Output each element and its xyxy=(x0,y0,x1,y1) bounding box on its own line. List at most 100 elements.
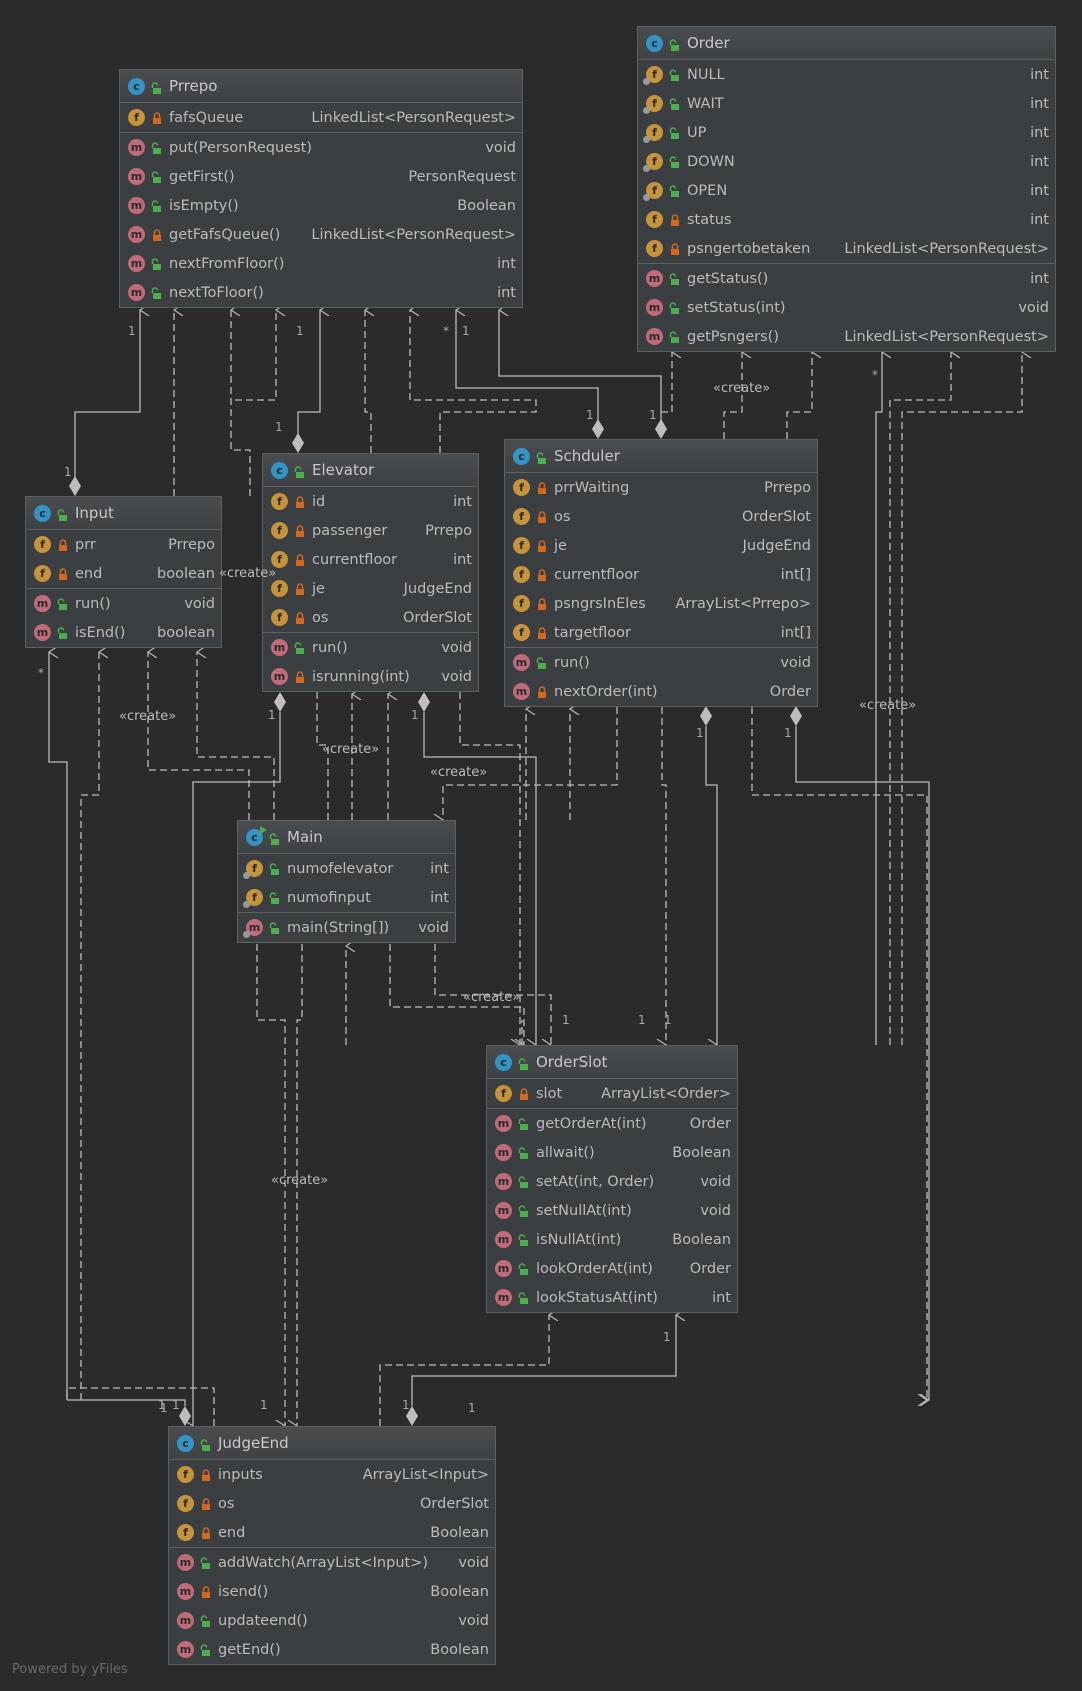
class-name: Order xyxy=(687,34,730,52)
multiplicity-label: 1 xyxy=(649,408,657,422)
static-marker-icon xyxy=(243,872,250,879)
method-name: isEnd() xyxy=(75,624,126,641)
static-marker-icon xyxy=(643,165,650,172)
locked-orange-icon xyxy=(536,568,548,581)
unlocked-green-icon xyxy=(518,1117,530,1130)
method-type: void xyxy=(458,1554,489,1571)
dependency-edge xyxy=(661,352,672,413)
method-type: void xyxy=(418,919,449,936)
method-type: void xyxy=(780,654,811,671)
method-name: lookOrderAt(int) xyxy=(536,1260,653,1277)
multiplicity-label: 1 xyxy=(784,726,792,740)
field-icon: f xyxy=(643,124,663,143)
method-icon: m xyxy=(177,1554,194,1571)
field-icon: f xyxy=(271,493,288,510)
field-type: int xyxy=(1030,211,1049,228)
method-icon: m xyxy=(177,1612,194,1629)
field-name: passenger xyxy=(312,522,388,539)
unlocked-green-icon xyxy=(151,80,163,94)
unlocked-green-icon xyxy=(57,626,69,639)
unlocked-green-icon xyxy=(200,1643,212,1656)
locked-orange-icon xyxy=(536,510,548,523)
dependency-edge xyxy=(80,652,99,1400)
association-edge xyxy=(193,712,281,1426)
field-icon: f xyxy=(271,522,288,539)
field-type: JudgeEnd xyxy=(742,537,811,554)
method-name: isrunning(int) xyxy=(312,668,410,685)
dependency-edge xyxy=(365,310,371,453)
multiplicity-label: 1 xyxy=(275,420,283,434)
dependency-edge xyxy=(256,944,285,1426)
composition-diamond-icon xyxy=(292,433,304,453)
dependency-edge xyxy=(901,352,1022,1045)
method-icon: m xyxy=(495,1231,512,1248)
field-name: slot xyxy=(536,1085,563,1102)
